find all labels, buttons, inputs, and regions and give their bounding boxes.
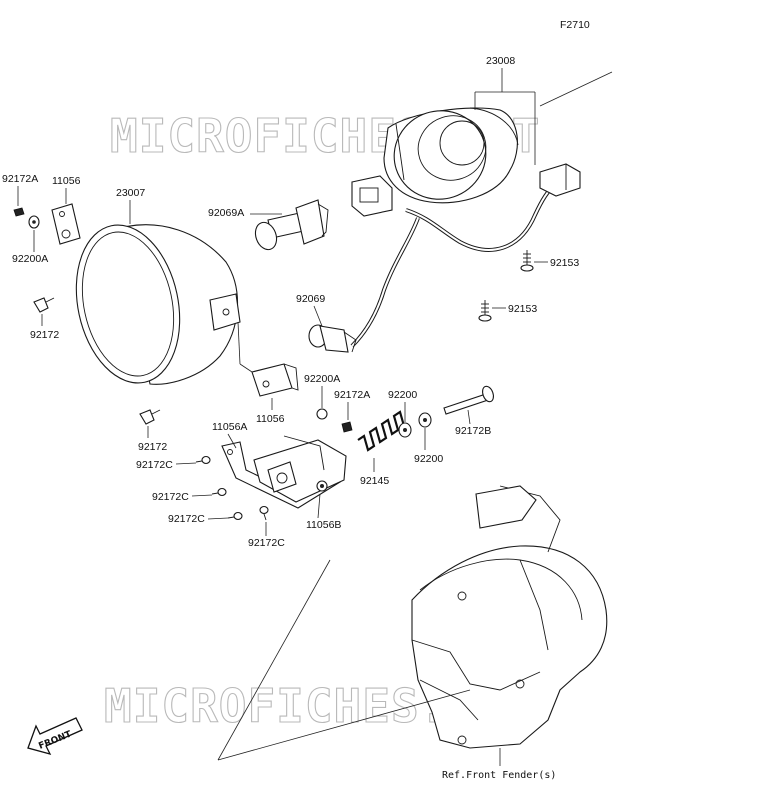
headlight-housing-23008 — [383, 107, 519, 204]
part-label-92172-b: 92172 — [138, 441, 167, 453]
part-label-92172A-b: 92172A — [334, 389, 370, 401]
part-label-11056A: 11056A — [212, 421, 247, 433]
part-label-92200-b: 92200 — [414, 453, 443, 465]
screw-92172C-b — [211, 487, 227, 497]
part-label-92172B: 92172B — [455, 425, 491, 437]
part-label-92069A: 92069A — [208, 207, 244, 219]
part-label-92153-a: 92153 — [550, 257, 579, 269]
part-label-92200-a: 92200 — [388, 389, 417, 401]
leader-92172C-a — [175, 462, 197, 465]
part-label-92153-b: 92153 — [508, 303, 537, 315]
reference-note: Ref.Front Fender(s) — [442, 770, 556, 781]
screw-92172A-left — [13, 207, 25, 217]
leader-fender-bottom — [217, 689, 471, 761]
screw-92172C-a — [195, 455, 211, 465]
leader-92172C-c — [207, 517, 229, 520]
leader-92172B — [467, 409, 471, 425]
screw-92172-left — [33, 297, 49, 313]
bolt-92153-b — [478, 300, 492, 322]
screw-92172-lower — [139, 409, 155, 425]
part-label-92172C-b: 92172C — [152, 491, 189, 503]
part-label-23007: 23007 — [116, 187, 145, 199]
part-label-92172A-a: 92172A — [2, 173, 38, 185]
part-label-23008: 23008 — [486, 55, 515, 67]
bracket-11056-middle — [251, 363, 293, 397]
diagram-code: F2710 — [560, 19, 590, 31]
washer-92200A-middle — [316, 408, 328, 420]
front-fender-reference — [411, 485, 608, 749]
bracket-assembly-11056A-11056B — [221, 435, 347, 509]
leader-92172C-b — [191, 494, 213, 497]
part-label-92172C-d: 92172C — [248, 537, 285, 549]
leader-fender-left — [217, 559, 331, 761]
spring-92145 — [357, 410, 406, 452]
screw-92172C-c — [227, 511, 243, 521]
leader-23008-diag — [539, 71, 613, 107]
leader-11056B — [317, 493, 321, 519]
bulb-92069 — [308, 324, 357, 353]
part-label-92172-a: 92172 — [30, 329, 59, 341]
leader-11056A — [227, 433, 237, 449]
leader-92069 — [313, 305, 323, 327]
wiring-harness — [350, 163, 581, 348]
part-label-11056-a: 11056 — [52, 175, 81, 187]
leader-11056-b-join — [239, 363, 253, 373]
part-label-92145: 92145 — [360, 475, 389, 487]
part-label-11056B: 11056B — [306, 519, 341, 531]
part-label-92200A-b: 92200A — [304, 373, 340, 385]
front-arrow-icon: FRONT — [27, 717, 83, 756]
part-label-11056-b: 11056 — [256, 413, 285, 425]
bolt-92172B — [443, 385, 494, 415]
screw-92172C-d — [259, 505, 269, 521]
leader-11056-b-to-lamp — [237, 321, 241, 365]
part-label-92200A-a: 92200A — [12, 253, 48, 265]
bracket-11056-left — [51, 203, 81, 245]
part-label-92069: 92069 — [296, 293, 325, 305]
part-label-92172C-a: 92172C — [136, 459, 173, 471]
bolt-92153-a — [520, 250, 534, 272]
screw-92172A-middle — [341, 421, 353, 433]
headlight-23007 — [75, 224, 241, 385]
part-label-92172C-c: 92172C — [168, 513, 205, 525]
bulb-92069A — [254, 199, 329, 251]
